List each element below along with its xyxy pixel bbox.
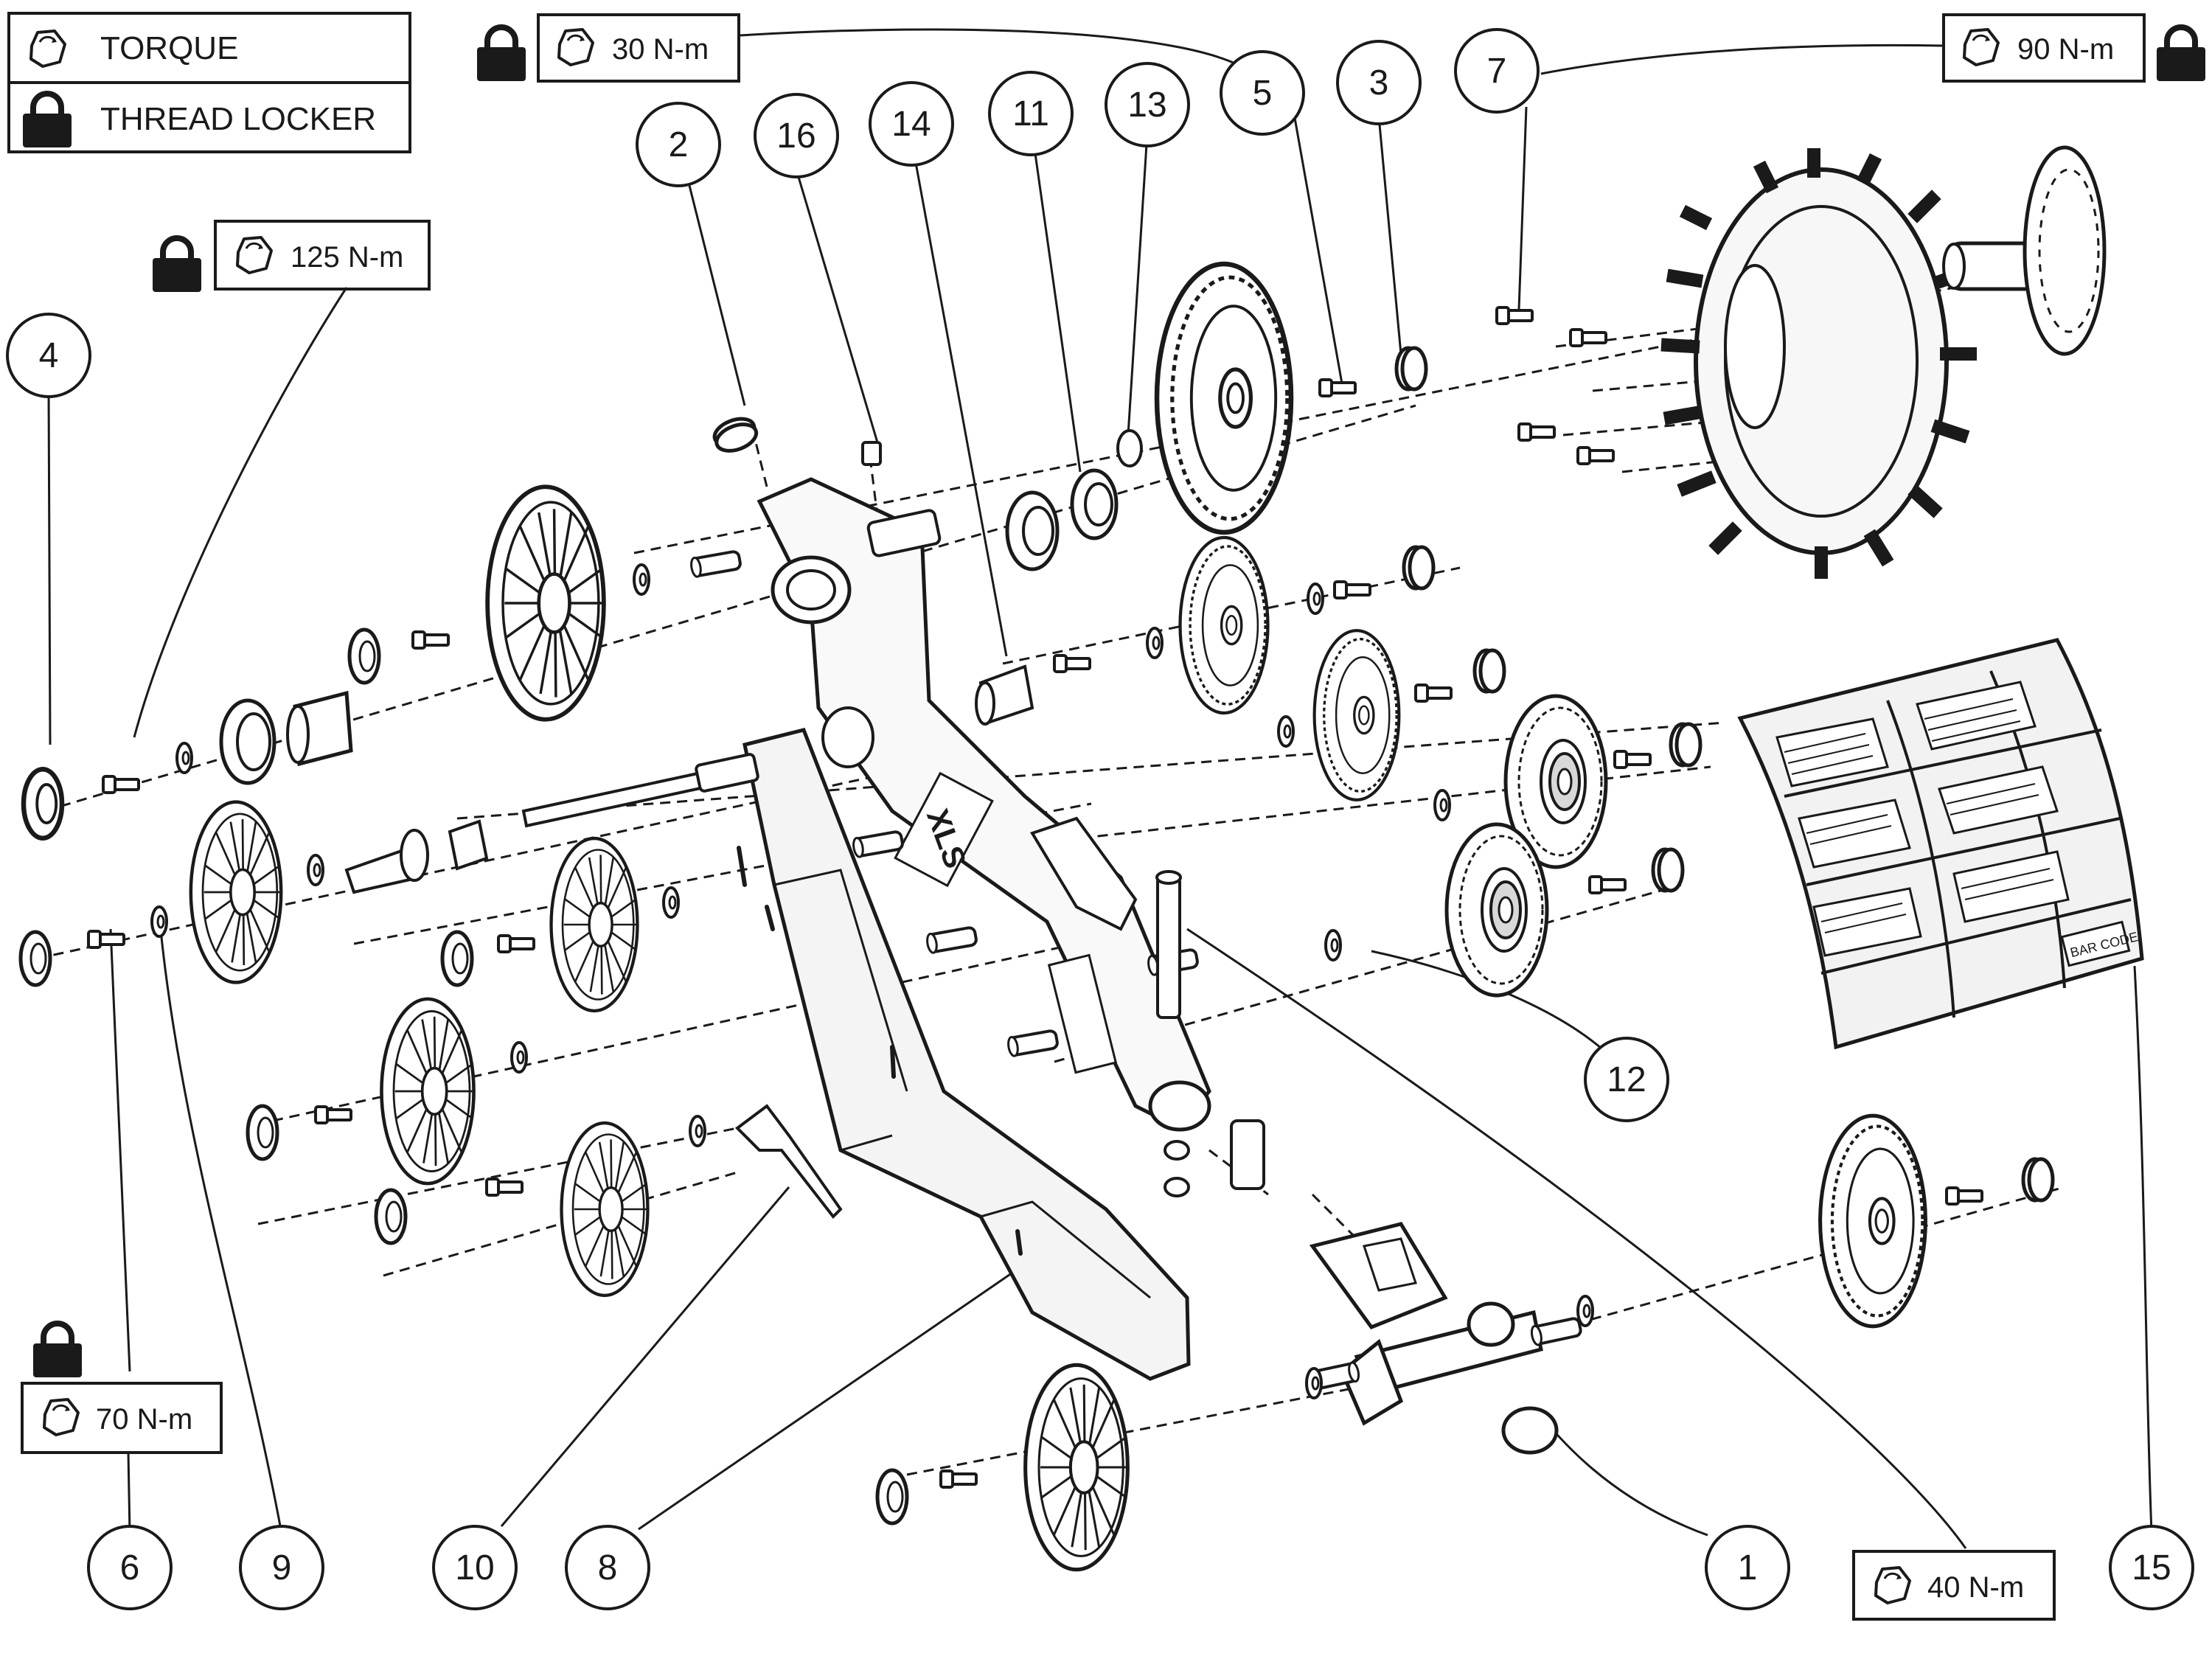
callout-1: 1 (1705, 1525, 1790, 1610)
torque-box-90: 90 N-m (1942, 13, 2205, 81)
cap-3-upper (1397, 348, 1426, 389)
callouts: 2 16 14 11 13 5 3 7 (6, 28, 2194, 1610)
callout-7: 7 (1454, 28, 1540, 114)
callout-3: 3 (1336, 40, 1422, 125)
torque-value: 40 N-m (1927, 1571, 2024, 1604)
callout-5: 5 (1220, 50, 1305, 136)
legend: TORQUE THREAD LOCKER (7, 12, 411, 153)
wheel-bottom-spoke (1026, 1365, 1128, 1569)
callout-9: 9 (239, 1525, 324, 1610)
svg-text:10: 10 (455, 1548, 494, 1587)
cap-3-r2 (1671, 724, 1700, 765)
torque-box-70: 70 N-m (21, 1324, 223, 1454)
cap-3-mid (1404, 547, 1433, 588)
frame-spindle (850, 829, 905, 860)
cap-3-r3 (1653, 849, 1683, 891)
legend-torque-label: TORQUE (100, 30, 238, 66)
padlock-icon (153, 238, 201, 292)
svg-text:12: 12 (1607, 1060, 1646, 1099)
tensioner-link (734, 1104, 843, 1220)
padlock-icon (33, 1324, 82, 1377)
svg-text:11: 11 (1012, 94, 1049, 133)
svg-text:9: 9 (272, 1548, 292, 1587)
callout-15: 15 (2109, 1525, 2194, 1610)
svg-text:14: 14 (891, 105, 931, 144)
bearing-ring (219, 698, 276, 785)
legend-threadlocker-label: THREAD LOCKER (100, 101, 376, 137)
wheel-bottom-right (1820, 1116, 1926, 1326)
bushing-stack (344, 819, 489, 894)
padlock-icon (2157, 27, 2205, 81)
svg-text:8: 8 (598, 1548, 618, 1587)
bolt-1 (1155, 870, 1182, 1019)
wheel-mid-2 (1315, 630, 1399, 800)
svg-text:4: 4 (39, 336, 59, 375)
wheel-left-1 (191, 802, 281, 983)
callout-12: 12 (1584, 1037, 1669, 1122)
wheel-front-spoke (487, 487, 604, 720)
svg-text:5: 5 (1253, 74, 1273, 113)
frame-spindle (1005, 1028, 1060, 1059)
callout-6: 6 (87, 1525, 173, 1610)
torque-value: 90 N-m (2017, 33, 2114, 66)
cap-4 (24, 769, 62, 838)
svg-text:6: 6 (120, 1548, 140, 1587)
svg-text:3: 3 (1369, 63, 1389, 102)
wheel-large-upper (1157, 264, 1291, 532)
callout-8: 8 (565, 1525, 650, 1610)
torque-box-125: 125 N-m (153, 220, 431, 292)
torque-value: 70 N-m (96, 1403, 192, 1436)
padlock-icon (477, 27, 526, 81)
wheel-bearing-2 (1447, 824, 1547, 995)
bearing-11 (1070, 468, 1119, 540)
track-section: BAR CODE (1737, 638, 2144, 1050)
drive-sprocket (1660, 145, 2107, 579)
frame-spindle (924, 925, 979, 956)
wheel-left-4 (562, 1123, 648, 1295)
svg-text:13: 13 (1127, 86, 1166, 125)
svg-text:15: 15 (2132, 1548, 2171, 1587)
torque-box-40: 40 N-m (1852, 1550, 2056, 1621)
torque-box-30: 30 N-m (477, 13, 740, 81)
torque-value: 30 N-m (612, 33, 709, 66)
svg-text:2: 2 (669, 125, 689, 164)
torque-value: 125 N-m (291, 241, 403, 274)
leader-lines (47, 28, 2153, 1549)
cap-3-r1 (1475, 650, 1504, 692)
callout-4: 4 (6, 313, 91, 398)
callout-10: 10 (432, 1525, 518, 1610)
svg-text:1: 1 (1738, 1548, 1758, 1587)
svg-text:16: 16 (776, 116, 815, 156)
bearing-race (1005, 490, 1060, 571)
spacer-sleeve (286, 690, 353, 767)
hardware (21, 348, 2053, 1523)
wheel-left-2 (552, 838, 638, 1011)
frame-spindle (688, 549, 743, 580)
wheel-mid-1 (1180, 538, 1268, 713)
callout-14: 14 (869, 81, 954, 167)
cap-3-r4 (2023, 1159, 2053, 1200)
callout-13: 13 (1105, 62, 1190, 147)
svg-text:7: 7 (1487, 52, 1507, 91)
main-frame: XLS (688, 477, 1211, 1381)
callout-11: 11 (988, 71, 1074, 156)
axle-spindle (1528, 1315, 1584, 1348)
grease-fitting (861, 441, 882, 466)
cap-2 (711, 414, 759, 456)
axle-shaft (521, 753, 759, 828)
bushing-14 (975, 664, 1034, 726)
callout-16: 16 (754, 93, 839, 178)
rear-axle-tee (1307, 1222, 1584, 1455)
wheel-left-3 (381, 999, 473, 1183)
sprocket-bolts (1495, 306, 1615, 465)
callout-2: 2 (636, 102, 721, 187)
